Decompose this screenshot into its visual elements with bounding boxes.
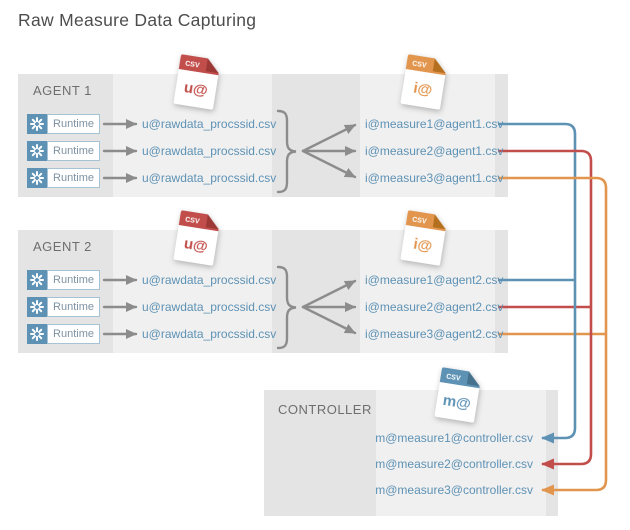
fan-arrow-agent2-measure3-icon: [301, 305, 357, 335]
agent2-label: AGENT 2: [33, 239, 92, 254]
runtime-label: Runtime: [47, 141, 100, 161]
spinner-icon: [27, 141, 47, 161]
connector-measure2-to-controller: [498, 149, 593, 470]
runtime-box-agent2-3: Runtime: [27, 324, 100, 344]
fan-arrow-agent1-measure1-icon: [301, 123, 357, 153]
controller-panel: CONTROLLER: [264, 390, 558, 516]
measure-file-agent2-3: i@measure3@agent2.csv: [365, 327, 504, 341]
controller-file-1: m@measure1@controller.csv: [375, 431, 533, 445]
page-title: Raw Measure Data Capturing: [18, 10, 257, 30]
svg-text:CSV: CSV: [446, 373, 462, 382]
svg-text:CSV: CSV: [185, 216, 201, 225]
runtime-box-agent1-1: Runtime: [27, 114, 100, 134]
fan-arrow-agent1-measure3-icon: [301, 149, 357, 179]
svg-text:CSV: CSV: [412, 60, 428, 69]
runtime-label: Runtime: [47, 168, 100, 188]
fan-arrow-agent2-measure1-icon: [301, 279, 357, 309]
brace-agent1-icon: [276, 109, 297, 194]
raw-file-agent1-2: u@rawdata_procssid.csv: [142, 144, 277, 158]
spinner-icon: [27, 270, 47, 290]
runtime-label: Runtime: [47, 297, 100, 317]
agent1-label: AGENT 1: [33, 83, 92, 98]
measure-file-agent1-2: i@measure2@agent1.csv: [365, 144, 504, 158]
svg-text:u@: u@: [183, 79, 209, 100]
svg-text:CSV: CSV: [412, 216, 428, 225]
spinner-icon: [27, 114, 47, 134]
measure-file-agent2-1: i@measure1@agent2.csv: [365, 273, 504, 287]
svg-text:CSV: CSV: [185, 60, 201, 69]
csv-file-u-agent1-icon: CSV u@: [173, 54, 220, 110]
connector-measure3-to-controller: [498, 176, 608, 496]
raw-file-agent2-2: u@rawdata_procssid.csv: [142, 300, 277, 314]
runtime-label: Runtime: [47, 324, 100, 344]
runtime-box-agent1-3: Runtime: [27, 168, 100, 188]
controller-file-3: m@measure3@controller.csv: [375, 483, 533, 497]
measure-file-agent1-1: i@measure1@agent1.csv: [365, 117, 504, 131]
spinner-icon: [27, 168, 47, 188]
runtime-box-agent2-2: Runtime: [27, 297, 100, 317]
runtime-label: Runtime: [47, 270, 100, 290]
controller-file-2: m@measure2@controller.csv: [375, 457, 533, 471]
svg-text:m@: m@: [442, 392, 472, 413]
svg-text:i@: i@: [412, 80, 433, 100]
spinner-icon: [27, 297, 47, 317]
svg-text:i@: i@: [412, 236, 433, 256]
runtime-box-agent1-2: Runtime: [27, 141, 100, 161]
raw-file-agent2-1: u@rawdata_procssid.csv: [142, 273, 277, 287]
measure-file-agent1-3: i@measure3@agent1.csv: [365, 171, 504, 185]
raw-file-agent2-3: u@rawdata_procssid.csv: [142, 327, 277, 341]
controller-label: CONTROLLER: [278, 402, 372, 417]
csv-file-i-agent1-icon: CSV i@: [400, 54, 447, 110]
brace-agent2-icon: [276, 265, 297, 350]
raw-file-agent1-3: u@rawdata_procssid.csv: [142, 171, 277, 185]
spinner-icon: [27, 324, 47, 344]
runtime-box-agent2-1: Runtime: [27, 270, 100, 290]
raw-file-agent1-1: u@rawdata_procssid.csv: [142, 117, 277, 131]
measure-file-agent2-2: i@measure2@agent2.csv: [365, 300, 504, 314]
connector-measure1-to-controller: [498, 122, 577, 444]
csv-file-i-agent2-icon: CSV i@: [400, 210, 447, 266]
svg-text:u@: u@: [183, 235, 209, 256]
csv-file-m-controller-icon: CSV m@: [434, 367, 481, 423]
csv-file-u-agent2-icon: CSV u@: [173, 210, 220, 266]
runtime-label: Runtime: [47, 114, 100, 134]
